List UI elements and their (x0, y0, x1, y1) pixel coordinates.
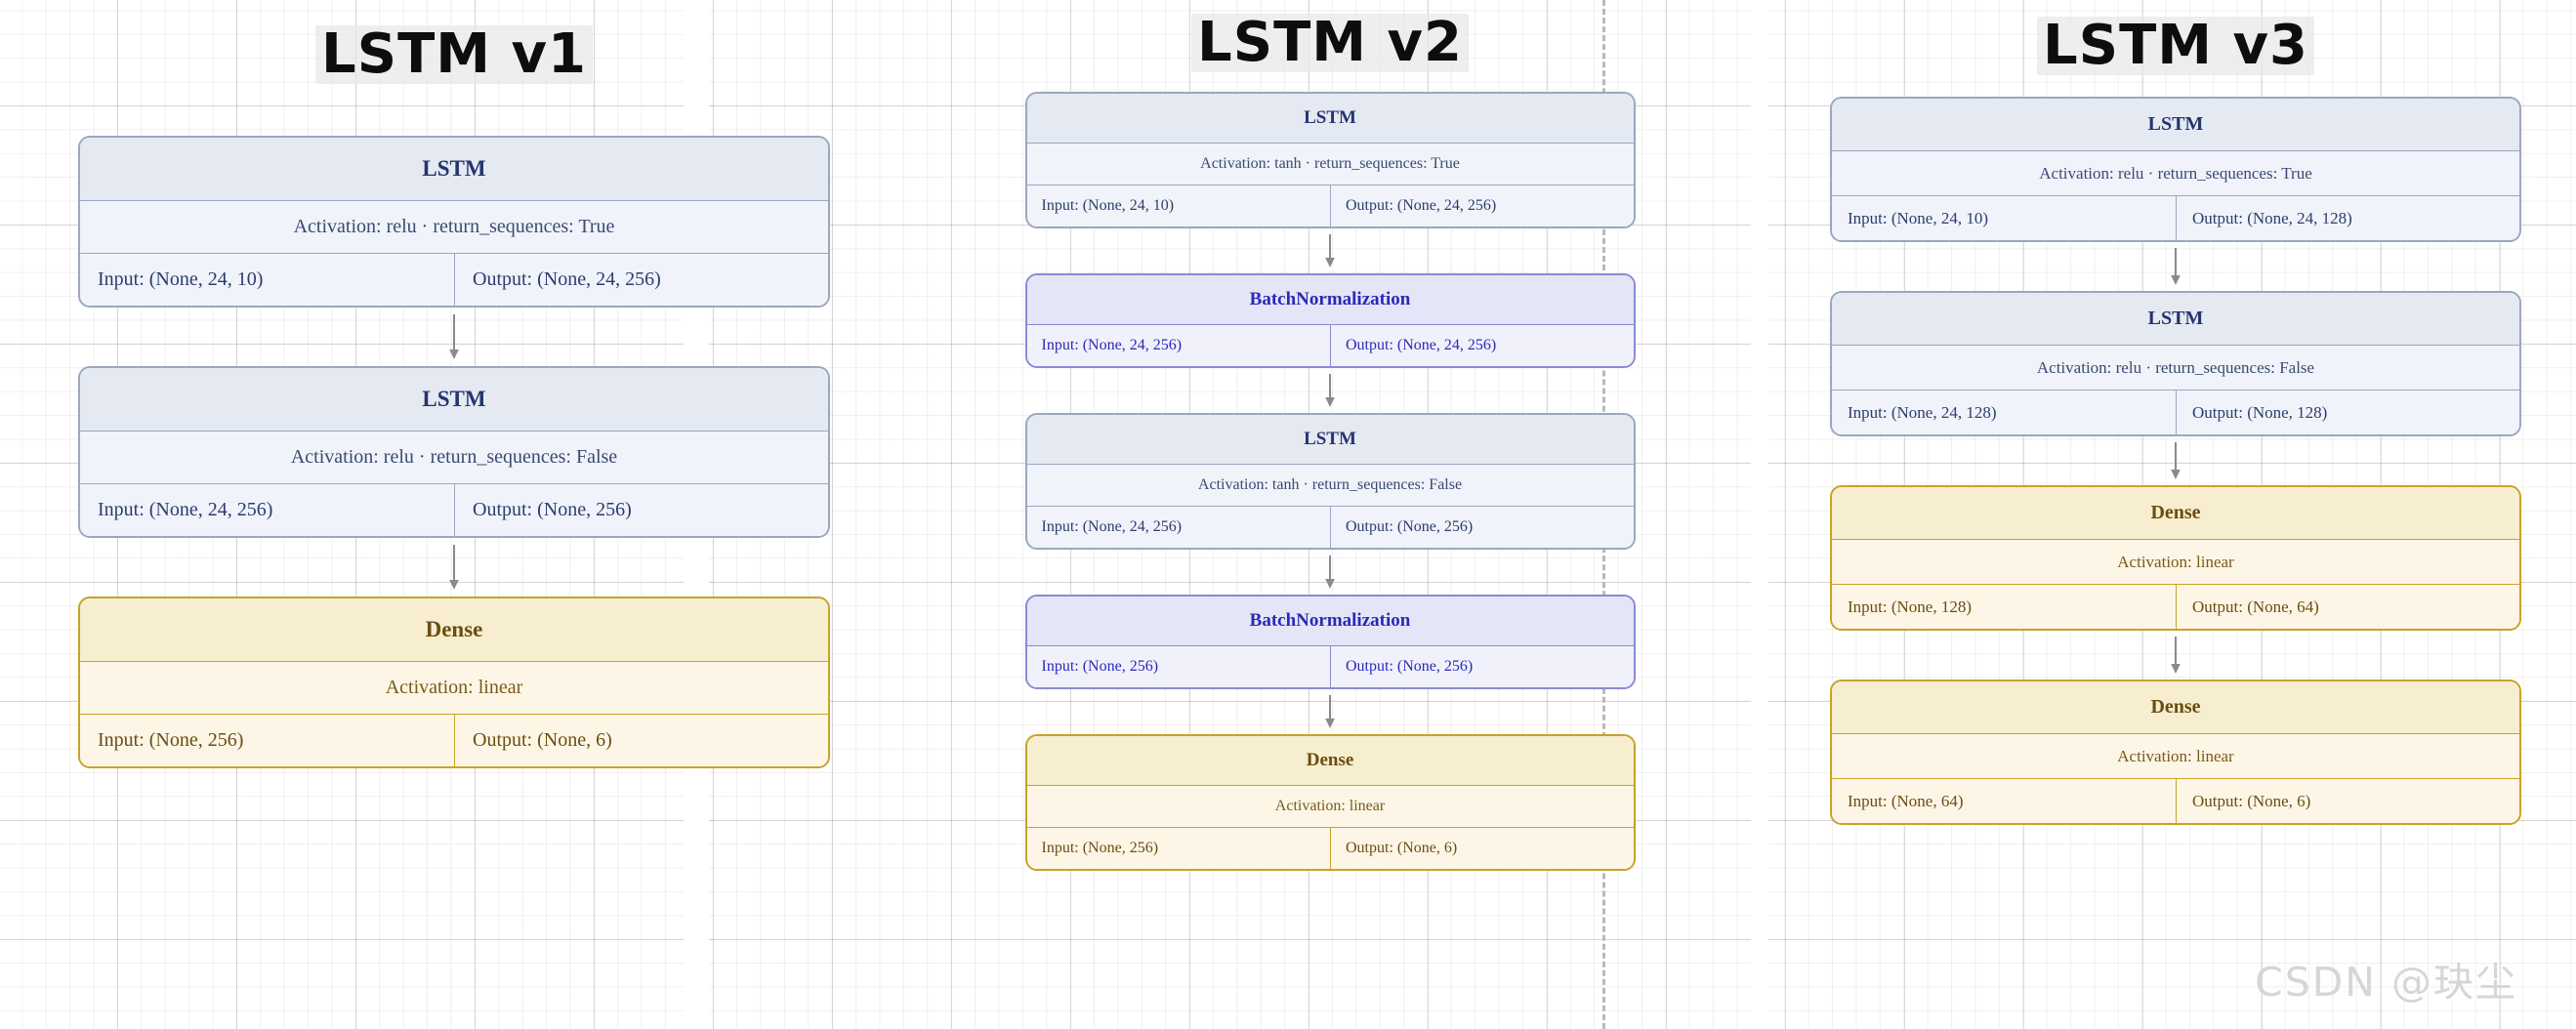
layer-output-shape: Output: (None, 24, 256) (1330, 325, 1634, 366)
arrow-down-icon (1830, 436, 2521, 485)
layer-io-row: Input: (None, 24, 10) Output: (None, 24, … (80, 253, 828, 306)
layer-output-shape: Output: (None, 256) (454, 484, 828, 536)
layer-config: Activation: tanh · return_sequences: Tru… (1026, 143, 1634, 185)
layer-output-shape: Output: (None, 6) (1330, 828, 1634, 869)
layer-name: Dense (1832, 487, 2519, 539)
layer-config: Activation: tanh · return_sequences: Fal… (1026, 464, 1634, 506)
layer-output-shape: Output: (None, 24, 256) (454, 254, 828, 306)
layer-input-shape: Input: (None, 256) (1041, 840, 1159, 856)
layer-output-shape: Output: (None, 256) (1330, 507, 1634, 548)
layer-input-shape: Input: (None, 64) (1848, 792, 1964, 810)
layer-config: Activation: relu · return_sequences: Tru… (1832, 150, 2519, 195)
csdn-watermark: CSDN @玦尘 (2255, 959, 2517, 1006)
layer-io-row: Input: (None, 24, 256) Output: (None, 256… (1026, 506, 1634, 548)
layer-config: Activation: linear (80, 661, 828, 714)
paper-gutter-right (1751, 0, 1768, 1029)
layer-name: Dense (80, 598, 828, 661)
layer-name: LSTM (1026, 94, 1634, 143)
arrow-down-icon (1025, 550, 1636, 595)
layer-name: Dense (1026, 736, 1634, 785)
layer-output-shape: Output: (None, 6) (454, 715, 828, 766)
layer-name: Dense (1832, 681, 2519, 733)
column-title: LSTM v3 (2037, 17, 2314, 75)
layer-input-shape: Input: (None, 128) (1848, 597, 1973, 616)
layer-io-row: Input: (None, 24, 10) Output: (None, 24, … (1832, 195, 2519, 240)
layer-output-shape: Output: (None, 24, 128) (2176, 196, 2519, 240)
layer-config: Activation: relu · return_sequences: Tru… (80, 200, 828, 253)
layer-io-row: Input: (None, 24, 256) Output: (None, 256… (80, 483, 828, 536)
layer-io-row: Input: (None, 24, 128) Output: (None, 128… (1832, 390, 2519, 434)
arrow-down-icon (78, 538, 830, 597)
layer-io-row: Input: (None, 256) Output: (None, 6) (1026, 827, 1634, 869)
layer-output-shape: Output: (None, 64) (2176, 585, 2519, 629)
layer-config: Activation: relu · return_sequences: Fal… (1832, 345, 2519, 390)
layer-config: Activation: linear (1832, 539, 2519, 584)
arrow-down-icon (1830, 242, 2521, 291)
layer-name: LSTM (80, 368, 828, 431)
layer-input-shape: Input: (None, 24, 256) (1041, 518, 1183, 535)
layer-output-shape: Output: (None, 6) (2176, 779, 2519, 823)
layer-name: LSTM (1026, 415, 1634, 464)
layer-name: BatchNormalization (1026, 275, 1634, 324)
layer-input-shape: Input: (None, 256) (1041, 658, 1159, 675)
layer-name: BatchNormalization (1026, 597, 1634, 645)
layer-io-row: Input: (None, 128) Output: (None, 64) (1832, 584, 2519, 629)
layer-io-row: Input: (None, 24, 256) Output: (None, 24,… (1026, 324, 1634, 366)
column-title: LSTM v1 (315, 25, 593, 84)
arrow-down-icon (1025, 689, 1636, 734)
layer-output-shape: Output: (None, 24, 256) (1330, 185, 1634, 226)
column-title: LSTM v2 (1191, 14, 1469, 72)
layer-input-shape: Input: (None, 24, 10) (1848, 209, 1989, 227)
arrow-down-icon (1025, 368, 1636, 413)
arrow-down-icon (1025, 228, 1636, 273)
layer-name: LSTM (80, 138, 828, 200)
layer-output-shape: Output: (None, 128) (2176, 391, 2519, 434)
layer-input-shape: Input: (None, 24, 10) (1041, 197, 1175, 214)
arrow-down-icon (1830, 631, 2521, 679)
layer-output-shape: Output: (None, 256) (1330, 646, 1634, 687)
layer-io-row: Input: (None, 24, 10) Output: (None, 24, … (1026, 185, 1634, 226)
layer-name: LSTM (1832, 293, 2519, 345)
layer-config: Activation: relu · return_sequences: Fal… (80, 431, 828, 483)
layer-io-row: Input: (None, 256) Output: (None, 6) (80, 714, 828, 766)
layer-config: Activation: linear (1026, 785, 1634, 827)
layer-input-shape: Input: (None, 24, 128) (1848, 403, 1997, 422)
layer-config: Activation: linear (1832, 733, 2519, 778)
layer-input-shape: Input: (None, 256) (98, 729, 244, 751)
layer-input-shape: Input: (None, 24, 256) (1041, 337, 1183, 353)
arrow-down-icon (78, 308, 830, 366)
layer-input-shape: Input: (None, 24, 256) (98, 499, 273, 520)
layer-io-row: Input: (None, 64) Output: (None, 6) (1832, 778, 2519, 823)
layer-name: LSTM (1832, 99, 2519, 150)
layer-io-row: Input: (None, 256) Output: (None, 256) (1026, 645, 1634, 687)
layer-input-shape: Input: (None, 24, 10) (98, 268, 264, 290)
